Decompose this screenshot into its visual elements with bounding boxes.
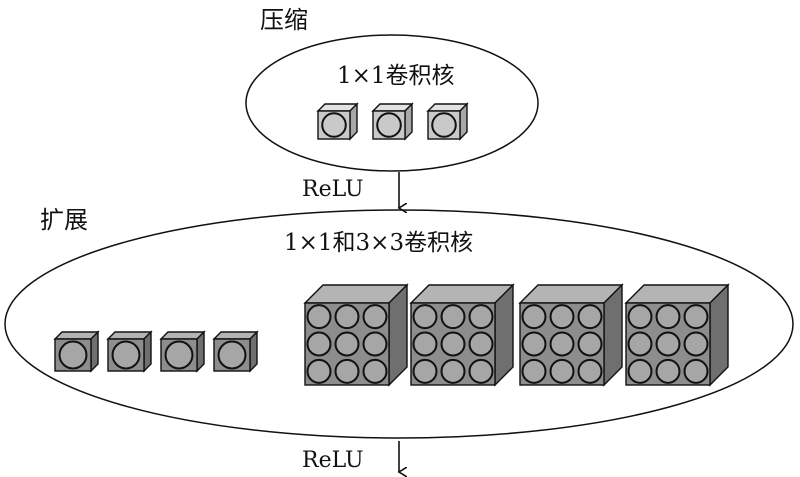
kernel-circle [468, 358, 494, 384]
cube-side-face [196, 330, 205, 373]
kernel-circle [334, 331, 360, 357]
cube-side-face [349, 102, 358, 141]
kernel-circle [440, 358, 466, 384]
kernel-circle [440, 331, 466, 357]
kernel-circle [683, 304, 709, 330]
squeeze-cube [316, 102, 359, 141]
kernel-circle [683, 331, 709, 357]
kernel-circle [306, 304, 332, 330]
cube-side-face [90, 330, 99, 373]
kernel-circle [655, 358, 681, 384]
kernel-circle [362, 331, 388, 357]
expand-ellipse [4, 209, 794, 439]
expand-large-cube-group [303, 283, 730, 387]
cube-side-face [709, 283, 729, 387]
kernel-circle [655, 331, 681, 357]
kernel-circle [412, 331, 438, 357]
kernel-circle [412, 304, 438, 330]
expand-large-cube [624, 283, 730, 387]
kernel-circle [321, 112, 347, 138]
kernel-circle [468, 304, 494, 330]
kernel-circle [362, 358, 388, 384]
kernel-circle [549, 304, 575, 330]
cube-side-face [143, 330, 152, 373]
kernel-circle [431, 112, 457, 138]
kernel-circle [521, 358, 547, 384]
cube-side-face [404, 102, 413, 141]
cube-side-face [603, 283, 623, 387]
expand-small-cube [159, 330, 206, 373]
kernel-circle [164, 340, 194, 370]
expand-small-cube [53, 330, 100, 373]
kernel-circle [577, 304, 603, 330]
kernel-circle [376, 112, 402, 138]
kernel-circle [468, 331, 494, 357]
squeeze-ellipse [245, 34, 539, 172]
cube-side-face [494, 283, 514, 387]
squeeze-cube-group [316, 102, 469, 141]
cube-side-face [249, 330, 258, 373]
expand-small-cube [212, 330, 259, 373]
cube-side-face [459, 102, 468, 141]
squeeze-title: 压缩 [260, 6, 308, 34]
squeeze-cube [426, 102, 469, 141]
kernel-circle [683, 358, 709, 384]
kernel-circle [412, 358, 438, 384]
expand-title: 扩展 [40, 206, 88, 234]
kernel-circle [334, 304, 360, 330]
expand-large-cube [518, 283, 624, 387]
kernel-circle [334, 358, 360, 384]
kernel-circle [521, 331, 547, 357]
squeeze-kernel-label: 1×1卷积核 [337, 63, 455, 89]
kernel-circle [111, 340, 141, 370]
kernel-circle [627, 304, 653, 330]
kernel-circle [655, 304, 681, 330]
kernel-circle [627, 358, 653, 384]
expand-large-cube [303, 283, 409, 387]
kernel-circle [306, 358, 332, 384]
expand-small-cube [106, 330, 153, 373]
cube-front-face [372, 110, 406, 140]
kernel-circle [627, 331, 653, 357]
expand-relu-label: ReLU [302, 448, 364, 473]
squeeze-relu-label: ReLU [302, 177, 364, 202]
kernel-circle [306, 331, 332, 357]
cube-front-face [317, 110, 351, 140]
expand-small-cube-group [53, 330, 259, 373]
kernel-circle [577, 331, 603, 357]
kernel-circle [577, 358, 603, 384]
kernel-circle [549, 358, 575, 384]
cube-side-face [388, 283, 408, 387]
expand-kernel-label: 1×1和3×3卷积核 [284, 230, 473, 256]
expand-large-cube [409, 283, 515, 387]
kernel-circle [440, 304, 466, 330]
kernel-circle [549, 331, 575, 357]
kernel-circle [217, 340, 247, 370]
kernel-circle [362, 304, 388, 330]
kernel-circle [58, 340, 88, 370]
squeeze-cube [371, 102, 414, 141]
cube-front-face [427, 110, 461, 140]
kernel-circle [521, 304, 547, 330]
